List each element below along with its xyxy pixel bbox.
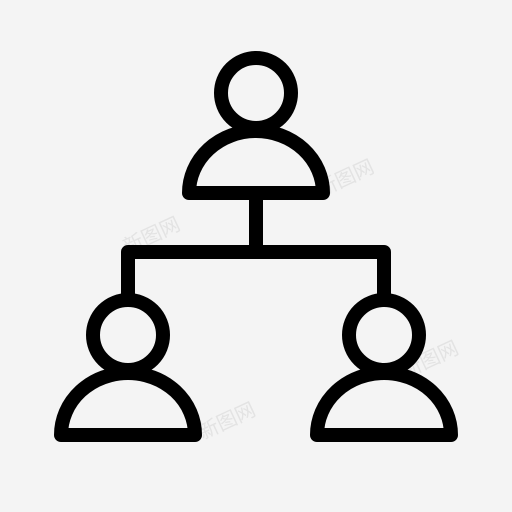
right-person-head bbox=[342, 293, 426, 377]
watermark-group: 新图网 新图网 新图网 新图网 bbox=[119, 154, 462, 444]
left-person-icon bbox=[54, 293, 202, 442]
left-person-head bbox=[86, 293, 170, 377]
watermark-3: 新图网 bbox=[195, 397, 260, 444]
right-person-icon bbox=[310, 293, 458, 442]
connector-lines bbox=[121, 186, 391, 301]
horizontal-connector bbox=[121, 245, 391, 301]
top-person-icon bbox=[182, 51, 330, 200]
left-person-body bbox=[54, 366, 202, 442]
right-person-body bbox=[310, 366, 458, 442]
top-person-head bbox=[214, 51, 298, 135]
top-person-body bbox=[182, 124, 330, 200]
